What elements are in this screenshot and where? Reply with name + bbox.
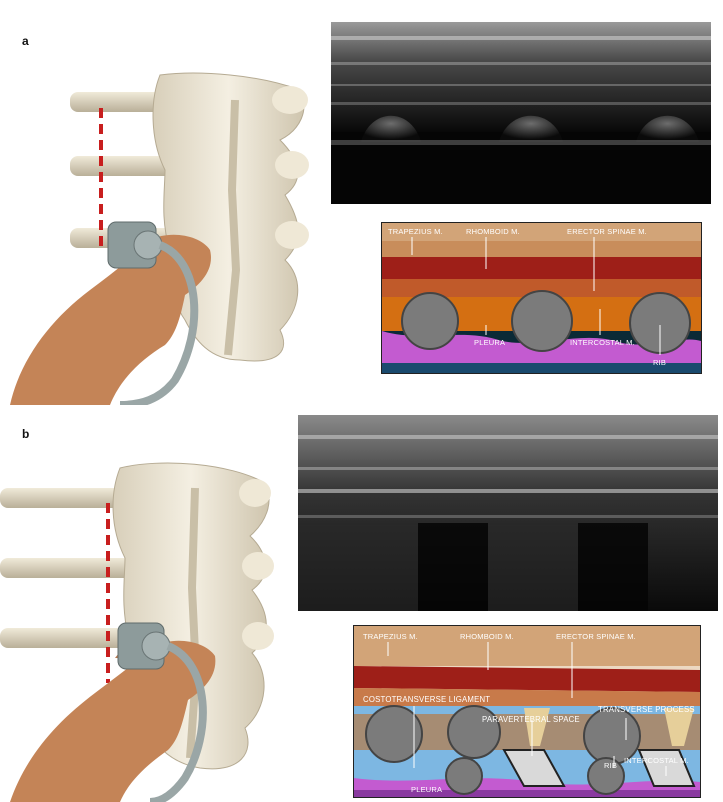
anatomy-diagram-b: TRAPEZIUS M. RHOMBOID M. ERECTOR SPINAE … [353, 625, 701, 798]
acoustic-shadow [418, 523, 488, 611]
ultrasound-image-a [331, 22, 711, 204]
label-rib-a: RIB [653, 359, 666, 367]
ultrasound-image-b [298, 415, 718, 611]
probe-cap [142, 632, 170, 660]
spine-illustration-a [0, 70, 325, 405]
rib-shaft [0, 558, 140, 578]
label-rib-b: RIB [604, 762, 617, 770]
label-erector-a: ERECTOR SPINAE M. [567, 228, 647, 236]
label-intercostal-a: INTERCOSTAL M. [570, 339, 635, 347]
transverse-process [275, 151, 309, 179]
label-pleura-b: PLEURA [411, 786, 442, 794]
label-intercostal-b: INTERCOSTAL M. [624, 757, 689, 765]
spine-illustration-b [0, 458, 300, 802]
label-paravertebral-b: PARAVERTEBRAL SPACE [482, 716, 580, 724]
transverse-process [242, 552, 274, 580]
transverse-process [275, 221, 309, 249]
rhomboid-layer [382, 257, 701, 279]
spinous-process [190, 488, 196, 758]
label-pleura-a: PLEURA [474, 339, 505, 347]
label-erector-b: ERECTOR SPINAE M. [556, 633, 636, 641]
probe-cap [134, 231, 162, 259]
label-transverse-b: TRANSVERSE PROCESS [598, 706, 695, 714]
label-trapezius-a: TRAPEZIUS M. [388, 228, 443, 236]
rib-shape [512, 291, 572, 351]
rhomboid-layer [354, 666, 700, 692]
panel-a-letter: a [22, 34, 29, 48]
rib-shape [402, 293, 458, 349]
transverse-process [242, 622, 274, 650]
transverse-process [272, 86, 308, 114]
transverse-process [239, 479, 271, 507]
label-costotransverse-b: COSTOTRANSVERSE LIGAMENT [363, 696, 490, 704]
label-rhomboid-a: RHOMBOID M. [466, 228, 520, 236]
panel-b-letter: b [22, 427, 29, 441]
rib-shape [448, 706, 500, 758]
label-trapezius-b: TRAPEZIUS M. [363, 633, 418, 641]
rib-shape [446, 758, 482, 794]
label-rhomboid-b: RHOMBOID M. [460, 633, 514, 641]
acoustic-shadow [578, 523, 648, 611]
anatomy-diagram-a: TRAPEZIUS M. RHOMBOID M. ERECTOR SPINAE … [381, 222, 702, 374]
